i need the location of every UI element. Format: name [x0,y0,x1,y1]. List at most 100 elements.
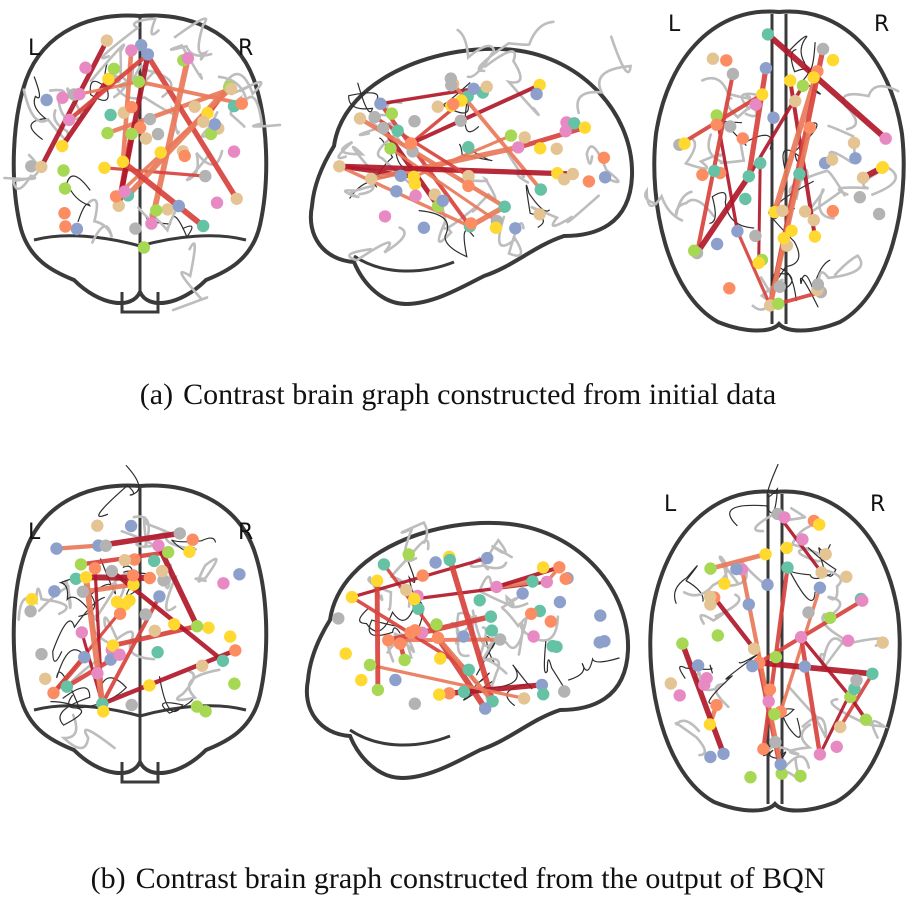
region-node [742,170,755,183]
region-node [139,608,152,621]
sagittal-nodes [332,548,611,715]
left-hemisphere-label: L [668,12,681,37]
sulcus-line [682,555,739,597]
region-node [813,748,827,761]
sulcus-line [709,191,755,229]
sulcus-line [103,616,156,661]
region-node [803,121,816,134]
sulcus-line [530,194,600,228]
region-node [408,624,422,637]
region-node [151,646,164,659]
region-node [190,700,204,713]
region-node [819,548,832,561]
region-node [516,587,529,600]
region-node [526,575,539,588]
connectivity-edge [735,229,772,307]
connectivity-edge [155,542,200,629]
region-node [457,685,471,699]
connectivity-edge [771,68,821,215]
region-node [752,256,765,270]
region-node [742,598,755,611]
sulcus-line [59,687,91,726]
connectivity-edge [83,574,106,707]
region-node [723,282,736,295]
connectivity-edge [494,565,562,589]
connectivity-edge [838,672,875,729]
caption-text: Contrast brain graph constructed from in… [183,378,777,411]
region-node [436,194,449,207]
region-node [462,141,475,154]
axial-sulci [643,35,900,311]
region-node [102,72,115,86]
region-node [74,558,88,571]
region-node [152,539,165,552]
region-node [480,80,493,93]
region-node [717,747,730,760]
left-hemisphere-label: L [664,492,677,517]
region-node [162,546,175,559]
region-node [69,572,83,585]
sulcus-line [348,226,406,262]
region-node [749,229,762,243]
brain-sagittal-a [308,20,635,307]
region-node [178,149,191,163]
region-node [48,585,61,598]
region-node [706,52,720,65]
region-node [118,185,131,198]
region-node [233,568,246,581]
connectivity-edge [679,640,727,757]
sulcus-line [194,557,218,583]
right-hemisphere-label: R [870,492,886,517]
region-node [546,639,559,653]
region-node [710,118,723,131]
region-node [807,71,820,84]
region-node [533,208,546,221]
region-node [485,624,499,637]
region-node [384,142,397,155]
region-node [60,680,74,693]
region-node [493,633,507,646]
region-node [172,199,185,213]
region-node [744,771,757,784]
region-node [204,127,218,141]
caption-tag: (b) [90,862,126,895]
sulcus-line [799,259,831,308]
region-node [711,629,724,642]
region-node [559,572,572,585]
region-node [498,200,511,213]
region-node [128,553,141,566]
connectivity-edge [100,648,238,707]
region-node [696,168,709,181]
region-node [79,571,93,584]
region-node [99,539,113,552]
region-node [57,164,70,177]
coronal-nodes [25,34,248,254]
coronal-edges [38,38,244,229]
region-node [125,100,138,114]
region-node [673,689,686,702]
region-node [553,561,566,574]
region-node [377,121,390,135]
region-node [578,121,592,134]
region-node [691,659,705,672]
region-node [489,221,503,234]
sulcus-line [169,43,213,80]
region-node [710,698,723,712]
region-node [826,204,839,218]
sulcus-line [816,567,843,617]
region-node [794,630,808,644]
connectivity-edge [374,578,381,693]
connectivity-edge [708,551,768,571]
region-node [746,659,759,673]
region-node [761,28,775,41]
region-node [762,695,775,708]
region-node [598,635,611,648]
region-node [540,575,553,589]
region-node [399,583,413,597]
region-node [481,551,494,565]
region-node [25,593,39,606]
region-node [796,533,809,546]
region-node [137,241,151,254]
axial-view-b: L R [644,463,906,818]
sulcus-line [175,668,221,702]
